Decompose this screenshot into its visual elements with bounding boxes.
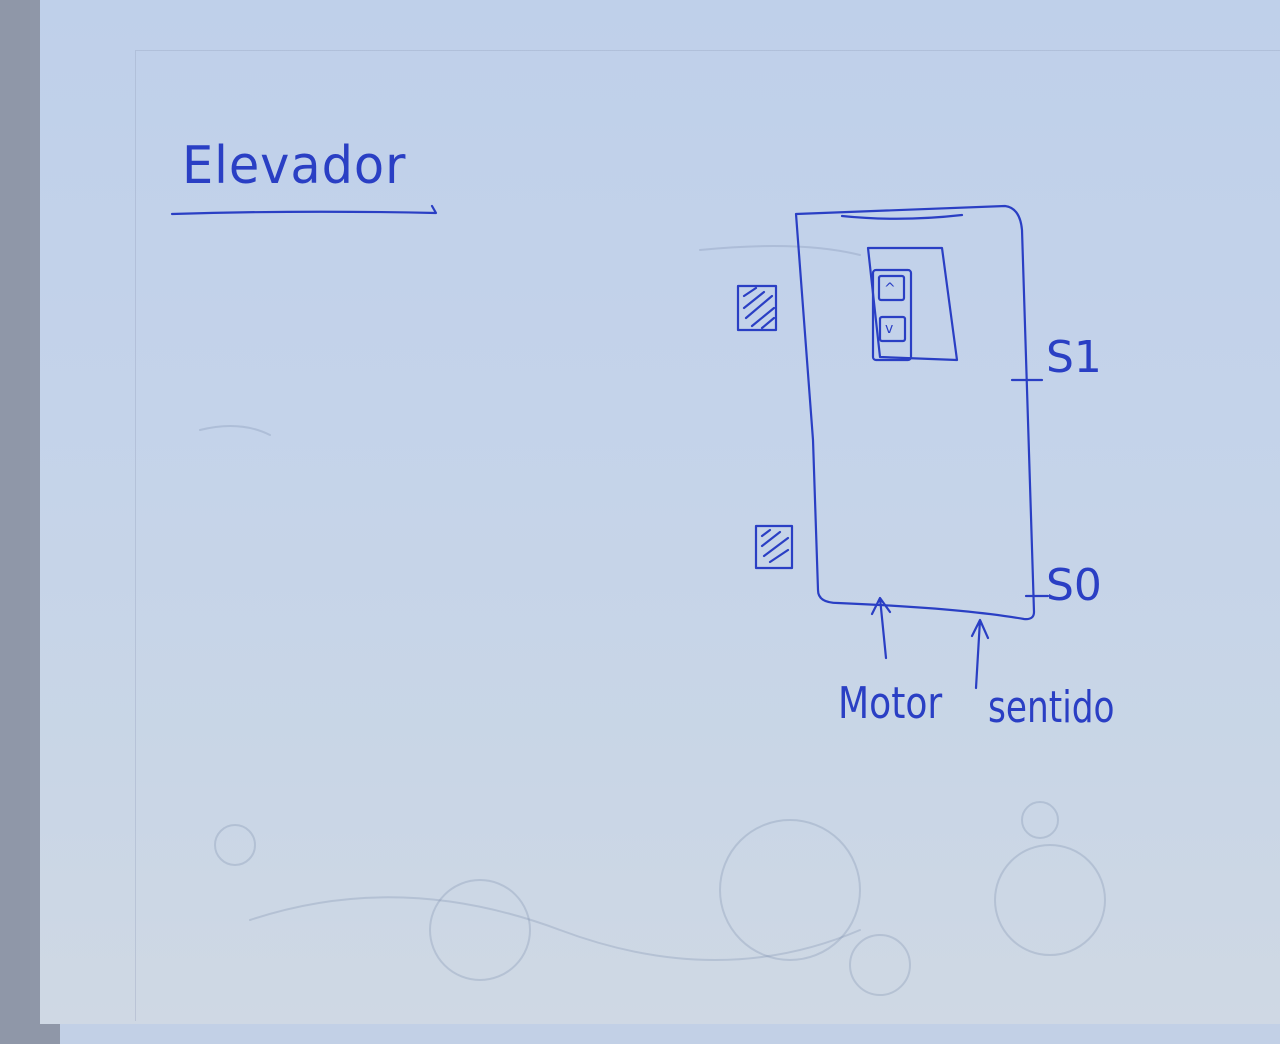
page-title: Elevador [182,136,407,196]
control-panel [866,246,959,362]
shaft-top-curve [840,213,964,220]
floor-button-top-hatch [742,286,776,330]
floor-button-bottom-hatch [760,528,790,564]
page-margin [135,50,1280,1021]
paper-sheet [40,0,1280,1024]
down-arrow-icon: v [885,321,894,337]
direction-arrow [970,618,990,690]
up-arrow-icon: ^ [884,281,896,297]
down-button [878,315,907,343]
sensor-s1-label: S1 [1046,332,1102,383]
sensor-s0-label: S0 [1046,560,1102,611]
call-button-group [871,268,913,362]
up-button [877,274,906,302]
motor-label: Motor [838,678,943,729]
floor-button-bottom [754,524,794,570]
motor-arrow [870,596,892,660]
show-through-marks [199,245,1106,996]
floor-button-top [736,284,778,332]
elevator-shaft [794,204,1036,621]
direction-label: sentido [988,682,1115,733]
title-underline [170,204,438,216]
